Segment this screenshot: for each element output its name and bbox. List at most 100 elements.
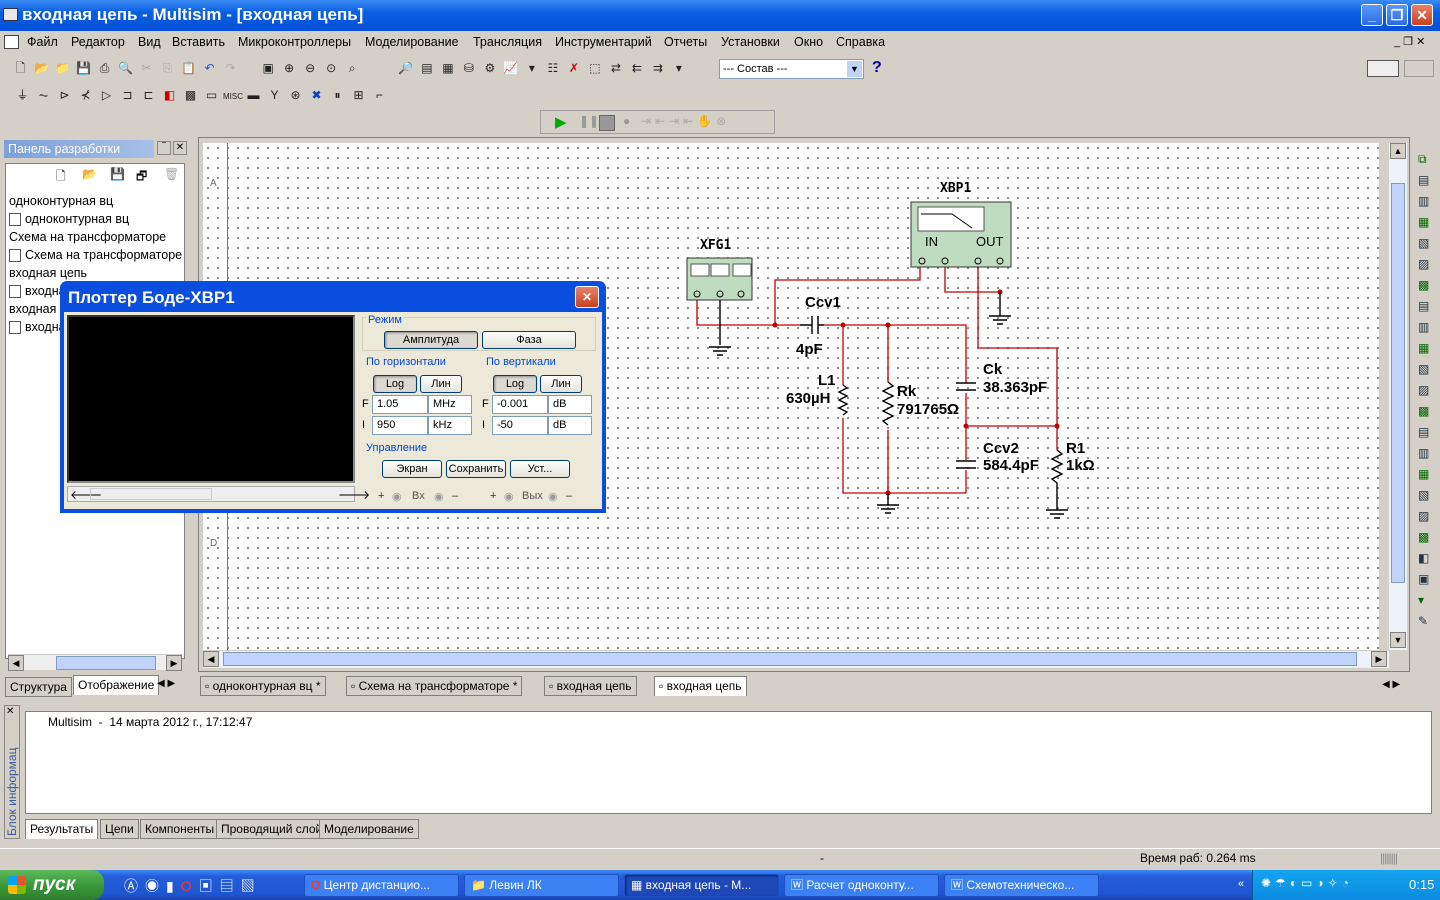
instrument-icon[interactable]: ▩ [1418,530,1430,544]
electromech-icon[interactable]: ⊛ [290,88,301,102]
tree-hscrollbar[interactable]: ◀ ▶ [8,654,182,671]
arrow-left-icon[interactable]: 🡐 [70,488,103,502]
instrument-icon[interactable]: ▨ [1418,509,1430,523]
phase-button[interactable]: Фаза [482,331,576,349]
tree-item-root[interactable]: Схема на трансформаторе [9,230,167,244]
erc-icon[interactable]: ☷ [547,61,559,75]
v-lin-button[interactable]: Лин [540,375,582,393]
tree-item-root[interactable]: входная цепь [9,266,88,280]
minimize-button[interactable]: _ [1361,4,1383,26]
open-icon[interactable]: 📂 [34,61,49,75]
tab-nav-icon[interactable]: ◀ ▶ [157,678,176,689]
scroll-up-icon[interactable]: ▲ [1390,143,1406,159]
instrument-icon[interactable]: ▤ [1418,173,1430,187]
print-icon[interactable]: ⎙ [99,61,110,75]
h-f-unit[interactable]: MHz [428,395,472,414]
opera-icon[interactable]: O [180,878,199,894]
tab-simulation[interactable]: Моделирование [319,819,419,839]
panel-close-icon[interactable]: ✕ [173,141,187,155]
instrument-icon[interactable]: ▦ [1418,215,1430,229]
bode-hscrollbar[interactable]: 🡐 🡒 [67,486,370,502]
info-close-icon[interactable]: ✕ [6,706,15,717]
function-generator[interactable] [686,257,753,301]
instrument-icon[interactable]: ▨ [1418,257,1430,271]
tab-nets[interactable]: Цепи [100,819,139,839]
task-button-active[interactable]: ▦ входная цепь - M... [624,874,779,897]
tab-copper[interactable]: Проводящий слой [216,819,328,839]
panel-toggle-icon[interactable] [1404,60,1434,77]
task-button[interactable]: 🅆 Схемотехническо... [944,874,1099,897]
bode-close-button[interactable]: ✕ [575,286,599,308]
doc-tab[interactable]: ▫ Схема на трансформаторе * [346,676,523,696]
instrument-icon[interactable]: ▾ [1418,593,1425,607]
instrument-icon[interactable]: ⧉ [1418,152,1427,166]
stop-icon[interactable] [599,115,615,131]
v-i-unit[interactable]: dB [548,416,592,435]
menu-file[interactable]: Файл [27,35,58,49]
postprocessor-icon[interactable]: 📈 [503,61,519,75]
zoom-fit-icon[interactable]: ⌕ [348,61,356,75]
tray-icons[interactable]: ✺☂◐▭◑✧◔ [1261,876,1353,890]
antenna-icon[interactable]: Y [270,88,279,102]
tab-nav-icon[interactable]: ◀ ▶ [1382,679,1401,690]
pin-icon[interactable]: ‾ [157,141,171,155]
close-button[interactable]: ✕ [1411,4,1433,26]
tab-structure[interactable]: Структура [5,677,72,697]
maximize-button[interactable]: ❐ [1386,4,1408,26]
instrument-icon[interactable]: ▨ [1418,383,1430,397]
menu-insert[interactable]: Вставить [172,35,225,49]
tree-item[interactable]: одноконтурная вц [9,212,129,227]
transfer-icon[interactable]: ⇄ [610,61,621,75]
database-icon[interactable]: ⛁ [463,61,474,75]
mixed-icon[interactable]: ▩ [184,88,197,102]
open-sample-icon[interactable]: 📁 [55,61,70,75]
instrument-icon[interactable]: ▧ [1418,362,1430,376]
doc-tab-active[interactable]: ▫ входная цепь [654,676,747,696]
fullscreen-icon[interactable]: ▣ [262,61,274,75]
zoom-out-icon[interactable]: ⊖ [305,61,316,75]
component-select[interactable]: --- Состав ---▼ [719,59,864,79]
doc-icon[interactable] [4,35,19,49]
help-icon[interactable]: ? [872,59,882,76]
place-hierarchical-icon[interactable]: ⏸ [334,88,341,102]
spreadsheet-icon[interactable]: ▦ [442,61,454,75]
menu-help[interactable]: Справка [836,35,886,49]
quicklaunch-icon[interactable]: ▧ [240,878,262,894]
menu-view[interactable]: Вид [138,35,161,49]
print-preview-icon[interactable]: 🔍 [118,61,133,75]
instrument-icon[interactable]: ▣ [1418,572,1430,586]
task-button[interactable]: O Центр дистанцио... [304,874,459,897]
h-i-input[interactable]: 950 [372,416,428,435]
bode-plotter-instrument[interactable] [910,201,1012,268]
wire-icon[interactable]: ⌐ [375,88,383,102]
tab-components[interactable]: Компоненты [140,819,220,839]
menu-reports[interactable]: Отчеты [664,35,708,49]
scroll-right-icon[interactable]: ▶ [1371,651,1387,667]
tree-item-root[interactable]: одноконтурная вц [9,194,114,208]
scroll-right-icon[interactable]: ▶ [166,655,182,671]
bus-icon[interactable]: ⊞ [353,88,364,102]
new-design-icon[interactable]: 🗋 [56,169,66,183]
in-plus-terminal-icon[interactable]: ◉ [392,491,402,503]
rf-icon[interactable]: ▬ [247,88,260,102]
save-design-icon[interactable]: 💾 [110,167,125,181]
source-icon[interactable]: ⏚ [16,88,29,102]
mcu-icon[interactable]: ✖ [311,88,322,102]
screen-button[interactable]: Экран [382,460,442,478]
instrument-icon[interactable]: ▦ [1418,341,1430,355]
quicklaunch-icon[interactable]: ▮ [166,878,181,894]
h-log-button[interactable]: Log [373,375,417,393]
instrument-icon[interactable]: ◧ [1418,551,1430,565]
grapher-icon[interactable]: ▤ [421,61,433,75]
step-icons[interactable]: ⇥⇤⇥⇤✋⊗ [641,114,731,128]
menu-mcu[interactable]: Микроконтроллеры [238,35,352,49]
redo-icon[interactable]: ↷ [225,61,236,75]
misc-digital-icon[interactable]: ◧ [163,88,176,102]
task-button[interactable]: 📁 Левин ЛК [464,874,619,897]
indicator-icon[interactable]: ▭ [205,88,218,102]
component-wizard-icon[interactable]: ⚙ [484,61,496,75]
menu-tools[interactable]: Инструментарий [555,35,652,49]
h-lin-button[interactable]: Лин [420,375,462,393]
task-button[interactable]: 🅆 Расчет одноконту... [784,874,939,897]
erc-clear-icon[interactable]: ✗ [568,61,579,75]
